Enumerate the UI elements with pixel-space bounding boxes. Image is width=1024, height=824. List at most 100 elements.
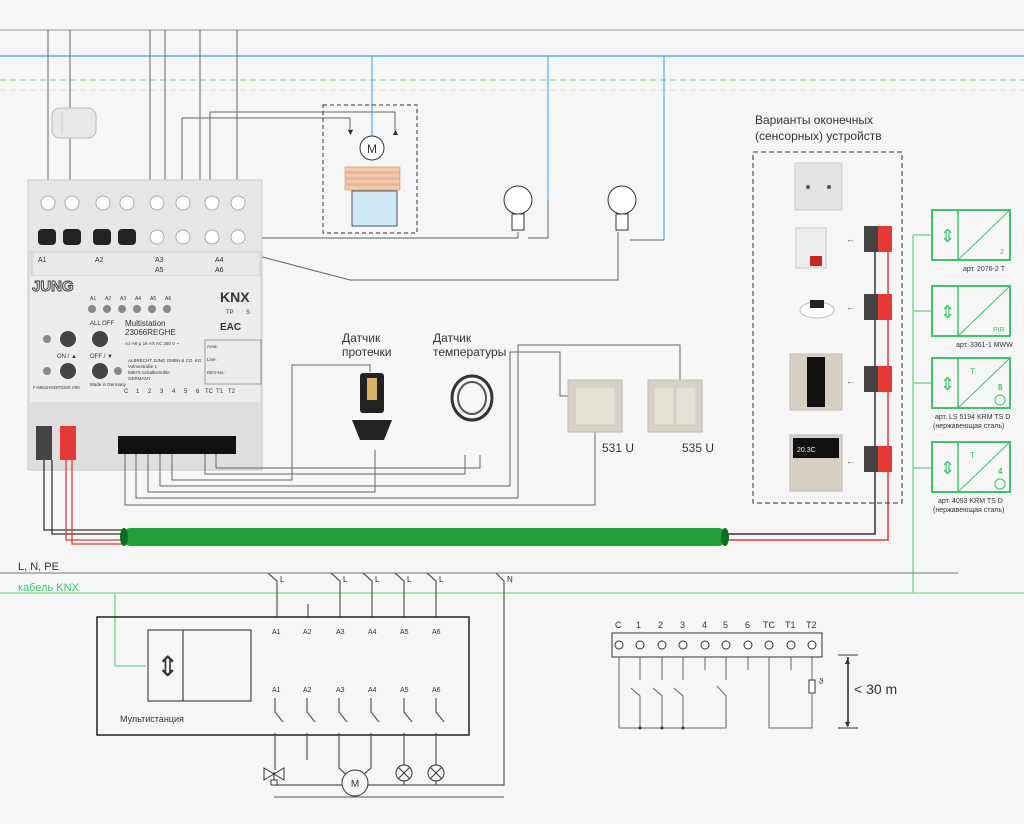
svg-text:N: N — [507, 575, 513, 584]
svg-text:< 30 m: < 30 m — [854, 681, 897, 697]
svg-text:M: M — [367, 142, 377, 156]
bus-arrow-icon: ⇕ — [156, 651, 179, 682]
lamp-icon — [607, 185, 637, 231]
svg-text:A1: A1 — [272, 687, 281, 694]
svg-text:⇕: ⇕ — [940, 374, 955, 394]
input-terminal-block — [118, 436, 236, 454]
knx-cable — [120, 528, 729, 546]
svg-text:▼: ▼ — [843, 719, 852, 729]
svg-text:▼: ▼ — [346, 127, 355, 137]
svg-text:←: ← — [846, 234, 855, 244]
endpoint-symbol-binary-input: ⇕ 2 арт. 2076-2 T — [931, 209, 1011, 273]
svg-text:A5: A5 — [155, 267, 164, 274]
svg-text:A1: A1 — [38, 257, 47, 264]
svg-text:4: 4 — [998, 467, 1003, 476]
svg-text:ϑ: ϑ — [819, 677, 824, 686]
svg-text:арт. 3361-1 MWW: арт. 3361-1 MWW — [956, 342, 1013, 349]
svg-text:6: 6 — [745, 620, 750, 630]
svg-text:A1: A1 — [90, 296, 96, 302]
svg-text:A3: A3 — [155, 257, 164, 264]
svg-text:535 U: 535 U — [682, 441, 714, 455]
svg-text:A4: A4 — [368, 687, 377, 694]
svg-text:EAC: EAC — [220, 322, 241, 333]
svg-text:T1: T1 — [216, 389, 224, 395]
svg-text:A3: A3 — [336, 629, 345, 636]
lamp-symbol-icon — [427, 764, 445, 782]
svg-text:Volmestraße 1: Volmestraße 1 — [128, 364, 158, 369]
svg-text:⇕: ⇕ — [940, 226, 955, 246]
svg-text:⇕: ⇕ — [940, 458, 955, 478]
valve-icon — [263, 767, 285, 786]
endpoints-box — [752, 151, 903, 504]
svg-text:Датчик: Датчик — [342, 331, 381, 345]
svg-text:ALBRECHT JUNG GMBH & CO. KG: ALBRECHT JUNG GMBH & CO. KG — [128, 358, 202, 363]
svg-text:A5: A5 — [150, 296, 156, 302]
endpoint-symbol-thermostat: ⇕ T 8 арт. LS 5194 KRM TS D (нержавеющая… — [931, 357, 1011, 430]
multistation-schematic-box — [96, 616, 470, 736]
svg-text:A6: A6 — [165, 296, 171, 302]
svg-text:Варианты оконечных: Варианты оконечных — [755, 113, 873, 127]
leak-sensor-icon — [352, 373, 392, 440]
svg-text:ON / ▲: ON / ▲ — [57, 354, 77, 360]
svg-text:531 U: 531 U — [602, 441, 634, 455]
endpoint-symbol-pir: ⇕ PIR арт. 3361-1 MWW — [931, 285, 1013, 349]
svg-text:L: L — [439, 575, 444, 584]
svg-text:23066REGHE: 23066REGHE — [125, 328, 176, 337]
svg-text:3: 3 — [160, 389, 164, 395]
svg-text:OFF / ▼: OFF / ▼ — [90, 354, 113, 360]
svg-text:арт. LS 5194 KRM TS D: арт. LS 5194 KRM TS D — [935, 414, 1010, 421]
svg-text:Мультистанция: Мультистанция — [120, 714, 184, 724]
svg-text:Line:: Line: — [207, 357, 217, 362]
blind-motor: M ▼ ▲ — [322, 104, 418, 234]
svg-text:A1-A6 μ 16 AX AC 250 V ~: A1-A6 μ 16 AX AC 250 V ~ — [125, 341, 179, 346]
svg-text:A2: A2 — [105, 296, 111, 302]
svg-text:A2: A2 — [95, 257, 104, 264]
blind-slats-icon — [344, 166, 401, 191]
svg-text:M: M — [351, 779, 359, 790]
svg-text:протечки: протечки — [342, 345, 391, 359]
svg-text:▲: ▲ — [843, 656, 852, 666]
svg-text:ALL OFF: ALL OFF — [90, 321, 114, 327]
svg-text:2: 2 — [148, 389, 152, 395]
svg-text:A3: A3 — [120, 296, 126, 302]
thermo-valve-head-icon — [51, 107, 97, 139]
svg-text:58579 Schalksmühle: 58579 Schalksmühle — [128, 370, 170, 375]
svg-text:Multistation: Multistation — [125, 319, 165, 328]
svg-text:TC: TC — [205, 389, 214, 395]
knx-connector-icon — [864, 226, 892, 472]
top-terminals — [40, 195, 246, 245]
svg-text:(нержавеющая сталь): (нержавеющая сталь) — [933, 423, 1004, 430]
svg-text:L, N, PE: L, N, PE — [18, 561, 59, 573]
endpoint-devices: 20.3C ←←←← — [789, 162, 892, 492]
svg-text:T: T — [970, 367, 975, 376]
svg-text:3: 3 — [680, 620, 685, 630]
svg-text:←: ← — [846, 302, 855, 312]
knx-logo: KNX — [220, 289, 250, 305]
switch-531u: 531 U — [567, 379, 634, 455]
svg-text:A3: A3 — [336, 687, 345, 694]
svg-text:←: ← — [846, 456, 855, 466]
svg-text:2: 2 — [1000, 249, 1004, 256]
svg-text:5: 5 — [184, 389, 188, 395]
svg-text:A6: A6 — [432, 629, 441, 636]
svg-text:C: C — [124, 389, 129, 395]
svg-text:кабель KNX: кабель KNX — [18, 582, 80, 594]
svg-text:T2: T2 — [806, 620, 817, 630]
svg-text:A6: A6 — [215, 267, 224, 274]
svg-text:A4: A4 — [368, 629, 377, 636]
svg-text:L: L — [343, 575, 348, 584]
svg-text:A2: A2 — [303, 687, 312, 694]
endpoint-symbol-thermostat: ⇕ T 4 арт. 4093 KRM TS D (нержавеющая ст… — [931, 441, 1011, 514]
svg-text:Датчик: Датчик — [433, 331, 472, 345]
temperature-sensor-icon — [450, 374, 494, 422]
jung-logo: JUNG — [32, 278, 74, 295]
svg-text:(нержавеющая сталь): (нержавеющая сталь) — [933, 507, 1004, 514]
svg-text:A2: A2 — [303, 629, 312, 636]
status-leds — [88, 305, 171, 313]
svg-text:A5: A5 — [400, 629, 409, 636]
svg-text:L: L — [375, 575, 380, 584]
svg-text:DEV-No.:: DEV-No.: — [207, 370, 226, 375]
svg-text:4: 4 — [702, 620, 707, 630]
